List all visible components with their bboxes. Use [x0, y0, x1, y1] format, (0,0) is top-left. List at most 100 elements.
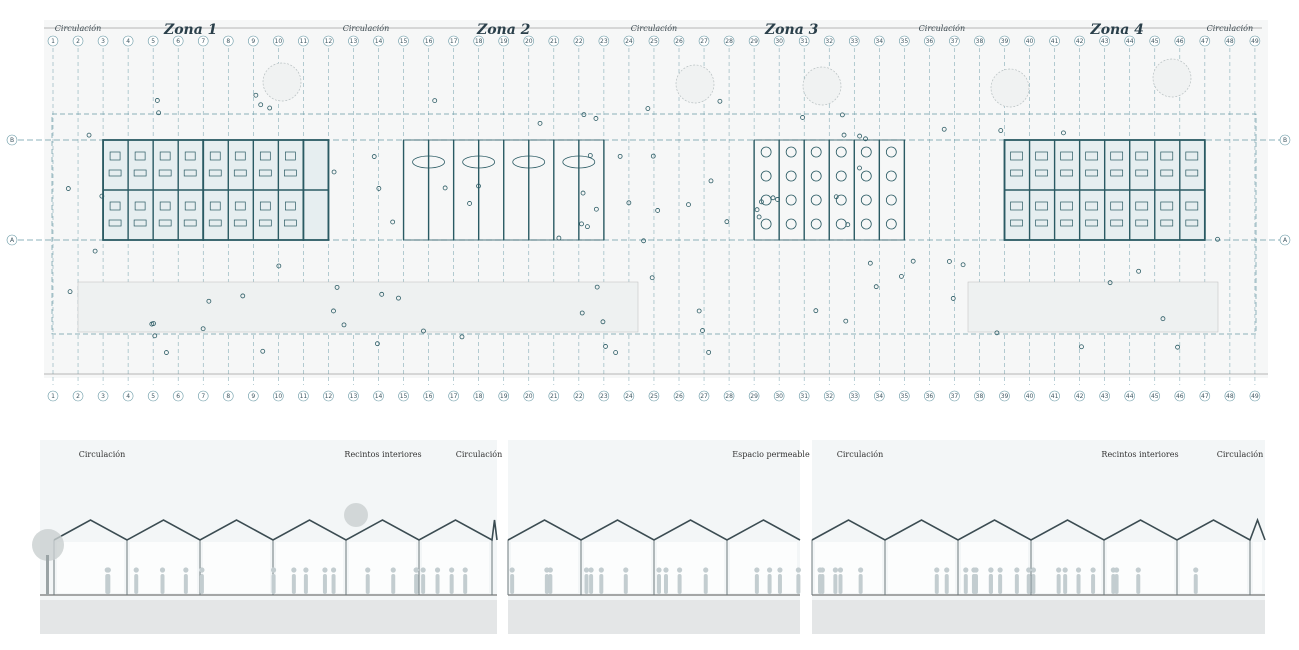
column-number: 29	[750, 38, 758, 45]
person-icon	[946, 259, 952, 264]
column-number: 36	[926, 38, 934, 45]
column-number: 28	[725, 38, 733, 45]
person-head	[944, 567, 950, 573]
column-number: 27	[700, 393, 708, 400]
round-table-icon	[835, 170, 847, 182]
person-icon	[331, 169, 337, 175]
column-marker	[97, 35, 109, 47]
person-icon	[579, 221, 584, 227]
desk-icon	[1185, 151, 1199, 161]
section-structure	[32, 440, 1266, 634]
desk-icon	[109, 201, 121, 211]
axis-label: B	[1283, 137, 1287, 144]
round-table-icon	[785, 146, 797, 158]
column-marker	[1174, 390, 1186, 402]
column-number: 13	[350, 393, 358, 400]
section-label: Espacio permeable	[732, 450, 810, 459]
person-head	[303, 567, 309, 573]
person-silhouette	[754, 574, 759, 594]
person-head	[270, 567, 277, 573]
column-marker	[949, 390, 960, 402]
section-label: Circulación	[837, 450, 883, 459]
person-head	[413, 567, 419, 573]
person-head	[988, 567, 994, 573]
person-icon	[941, 126, 947, 132]
person-icon	[442, 185, 448, 191]
desk-icon	[1160, 201, 1174, 211]
column-marker	[723, 35, 735, 47]
column-marker	[573, 35, 585, 47]
column-marker	[47, 35, 59, 47]
person-silhouette	[998, 574, 1003, 594]
column-number: 37	[951, 393, 959, 400]
column-marker	[874, 35, 885, 47]
column-number: 3	[101, 393, 105, 400]
tree-icon	[675, 64, 715, 104]
person-icon	[432, 98, 438, 104]
column-number: 42	[1076, 393, 1084, 400]
column-marker	[598, 390, 610, 402]
column-marker	[1124, 390, 1136, 402]
column-marker	[197, 390, 209, 402]
person-icon	[376, 186, 382, 191]
column-marker	[848, 390, 860, 402]
column-number: 34	[875, 393, 883, 400]
column-numbers: 1122334455667788991010111112121313141415…	[47, 35, 1261, 402]
column-number: 19	[500, 393, 508, 400]
glazing	[1034, 542, 1101, 593]
column-number: 35	[901, 393, 909, 400]
person-head	[1110, 567, 1116, 573]
column-number: 21	[550, 38, 558, 45]
person-head	[133, 567, 139, 573]
person-head	[365, 567, 371, 573]
terrace	[77, 281, 639, 333]
column-marker	[523, 390, 535, 402]
person-icon	[650, 153, 656, 159]
desk-icon	[1160, 169, 1174, 177]
glazing	[130, 542, 197, 593]
desk-icon	[159, 151, 171, 161]
terrace	[967, 281, 1219, 333]
person-icon	[617, 153, 623, 159]
desk-icon	[285, 151, 296, 161]
column-marker	[924, 35, 935, 47]
person-silhouette	[677, 574, 682, 594]
person-silhouette	[963, 574, 968, 594]
person-head	[832, 567, 838, 573]
person-icon	[696, 308, 702, 314]
building-blocks	[65, 58, 1220, 355]
circulation-label: Circulación	[1207, 24, 1253, 33]
person-silhouette	[1136, 574, 1141, 594]
person-silhouette	[796, 574, 801, 594]
person-icon	[206, 298, 212, 304]
round-table-icon	[810, 218, 822, 230]
person-silhouette	[1056, 574, 1061, 594]
desk-icon	[1010, 151, 1023, 161]
person-head	[837, 567, 844, 573]
person-silhouette	[414, 574, 419, 594]
tree-icon	[32, 529, 64, 561]
column-number: 25	[650, 393, 658, 400]
column-marker	[72, 390, 84, 402]
person-head	[544, 567, 550, 573]
round-table-icon	[860, 218, 872, 230]
column-marker	[1049, 390, 1060, 402]
column-marker	[548, 390, 560, 402]
person-silhouette	[1111, 574, 1116, 594]
person-head	[413, 567, 420, 573]
axis-marker	[1279, 234, 1291, 246]
table-icon	[512, 155, 546, 169]
tree-icon	[344, 503, 368, 527]
person-head	[1062, 567, 1068, 573]
person-silhouette	[1026, 574, 1031, 594]
tree-icon	[262, 62, 302, 102]
person-head	[656, 567, 662, 573]
column-marker	[72, 35, 84, 47]
person-icon	[1175, 344, 1180, 350]
round-table-icon	[860, 146, 872, 158]
person-icon	[156, 110, 162, 116]
person-icon	[149, 321, 155, 327]
column-marker	[648, 390, 660, 402]
column-number: 15	[400, 393, 408, 400]
